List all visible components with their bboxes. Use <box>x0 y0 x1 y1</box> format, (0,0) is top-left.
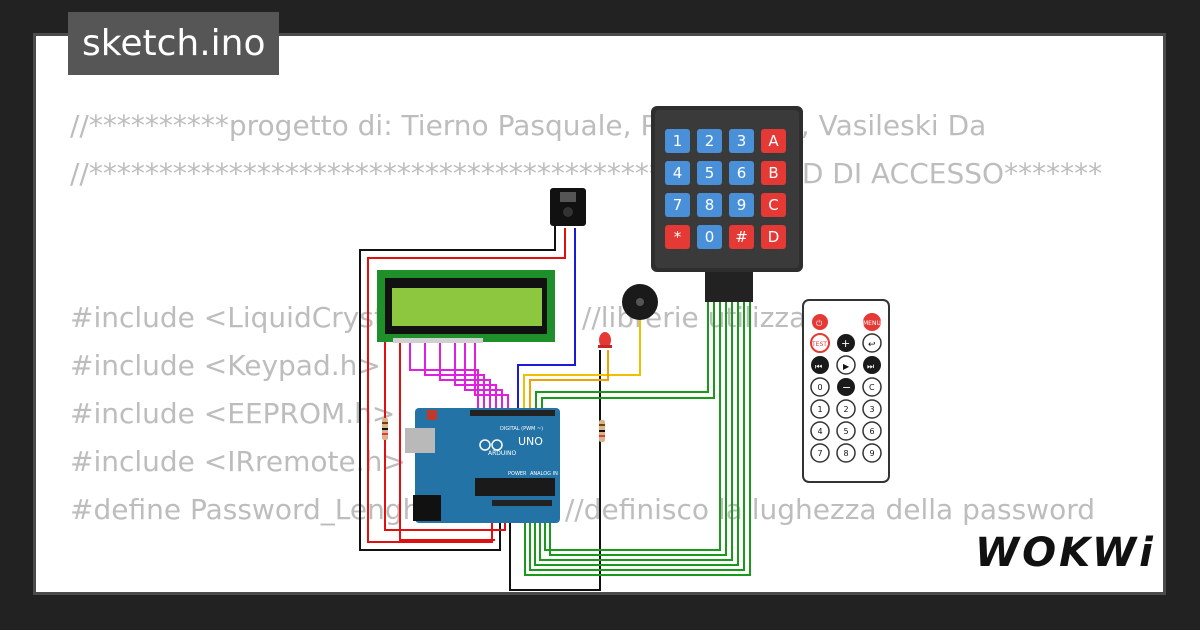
remote-digit-label: 5 <box>843 427 848 436</box>
power-label: POWER <box>508 471 527 477</box>
remote-digit-label: 2 <box>843 405 848 414</box>
svg-text:⏻: ⏻ <box>816 319 823 328</box>
arduino-label: ARDUINO <box>488 450 517 457</box>
keypad-key-label: 9 <box>737 196 747 214</box>
buzzer[interactable] <box>622 284 658 320</box>
analog-label: ANALOG IN <box>530 471 558 477</box>
keypad-key[interactable] <box>761 225 786 249</box>
remote-digit-button[interactable] <box>836 399 856 419</box>
remote-digit-button[interactable] <box>862 443 882 463</box>
keypad-key[interactable] <box>761 161 786 185</box>
keypad-key-label: D <box>768 228 780 246</box>
keypad-key[interactable] <box>665 161 690 185</box>
keypad-key-label: 1 <box>673 132 683 150</box>
wokwi-logo: WOKWi <box>975 530 1156 576</box>
remote-digit-label: 6 <box>869 427 874 436</box>
keypad-key-label: 2 <box>705 132 715 150</box>
keypad-key-label: 5 <box>705 164 715 182</box>
code-line: //**********progetto di: Tierno Pasquale… <box>70 109 987 142</box>
keypad-key[interactable] <box>697 161 722 185</box>
keypad[interactable]: 1 2 3 A 4 5 6 B 7 8 9 C * 0 # D <box>651 106 803 302</box>
keypad-key[interactable] <box>665 193 690 217</box>
remote-digit-label: 1 <box>817 405 822 414</box>
remote-digit-label: 7 <box>817 449 822 458</box>
keypad-key-label: A <box>768 132 779 150</box>
keypad-key[interactable] <box>665 225 690 249</box>
remote-digit-label: 3 <box>869 405 874 414</box>
code-line: #include <IRremote.h> <box>70 445 406 478</box>
remote-digit-label: 9 <box>869 449 874 458</box>
ir-remote[interactable]: ⏻ MENU TEST + ↩ ⏮ ▶ ⏭ − C 0 1 2 3 4 5 6 7 8 9 <box>802 299 890 483</box>
keypad-key[interactable] <box>729 225 754 249</box>
keypad-key-label: 8 <box>705 196 715 214</box>
keypad-key-label: 0 <box>705 228 715 246</box>
remote-digit-button[interactable] <box>836 443 856 463</box>
remote-digit-button[interactable] <box>810 443 830 463</box>
keypad-key-label: 7 <box>673 196 683 214</box>
arduino-board[interactable]: UNO ARDUINO DIGITAL (PWM ~) POWER ANALOG… <box>405 408 560 523</box>
keypad-key-label: B <box>768 164 778 182</box>
code-line: LiquidCrystal_I2C lcd(0x27,16,2); //iniz… <box>70 586 936 592</box>
remote-digit-label: 8 <box>843 449 848 458</box>
code-line: #include <EEPROM.h> <box>70 397 396 430</box>
code-line: #include <Keypad.h> <box>70 349 381 382</box>
keypad-key-label: * <box>674 228 682 246</box>
keypad-key-label: C <box>768 196 778 214</box>
remote-digit-button[interactable] <box>836 421 856 441</box>
svg-text:⏮: ⏮ <box>815 362 822 371</box>
c-button[interactable]: C <box>869 383 875 392</box>
svg-text:▶: ▶ <box>843 362 850 371</box>
keypad-key[interactable] <box>729 129 754 153</box>
keypad-key-label: # <box>735 228 748 246</box>
ir-receiver[interactable] <box>550 188 586 226</box>
menu-button[interactable]: MENU <box>863 320 881 327</box>
test-button[interactable]: TEST <box>811 341 827 348</box>
digital-label: DIGITAL (PWM ~) <box>500 426 543 432</box>
keypad-key[interactable] <box>697 225 722 249</box>
file-tab[interactable]: sketch.ino <box>68 12 280 75</box>
keypad-key[interactable] <box>729 193 754 217</box>
remote-digit-button[interactable] <box>810 399 830 419</box>
svg-text:+: + <box>841 337 850 350</box>
keypad-key-label: 6 <box>737 164 747 182</box>
remote-digit-button[interactable] <box>810 421 830 441</box>
keypad-key[interactable] <box>697 193 722 217</box>
uno-label: UNO <box>518 435 543 448</box>
red-led[interactable] <box>598 332 612 348</box>
keypad-key-label: 4 <box>673 164 683 182</box>
keypad-key[interactable] <box>761 193 786 217</box>
keypad-key[interactable] <box>665 129 690 153</box>
bottom-frame <box>0 595 1200 630</box>
remote-digit-button[interactable] <box>862 399 882 419</box>
keypad-key[interactable] <box>729 161 754 185</box>
resistor[interactable] <box>382 418 388 440</box>
resistor[interactable] <box>599 420 605 442</box>
svg-text:↩: ↩ <box>868 340 876 350</box>
svg-text:−: − <box>842 381 851 394</box>
keypad-key-label: 3 <box>737 132 747 150</box>
remote-digit-label: 0 <box>817 383 822 392</box>
remote-digit-button[interactable] <box>862 421 882 441</box>
remote-digit-label: 4 <box>817 427 822 436</box>
lcd-display[interactable] <box>377 270 555 343</box>
keypad-key[interactable] <box>761 129 786 153</box>
remote-digit-button[interactable] <box>810 377 830 397</box>
keypad-key[interactable] <box>697 129 722 153</box>
svg-text:⏭: ⏭ <box>867 362 874 371</box>
